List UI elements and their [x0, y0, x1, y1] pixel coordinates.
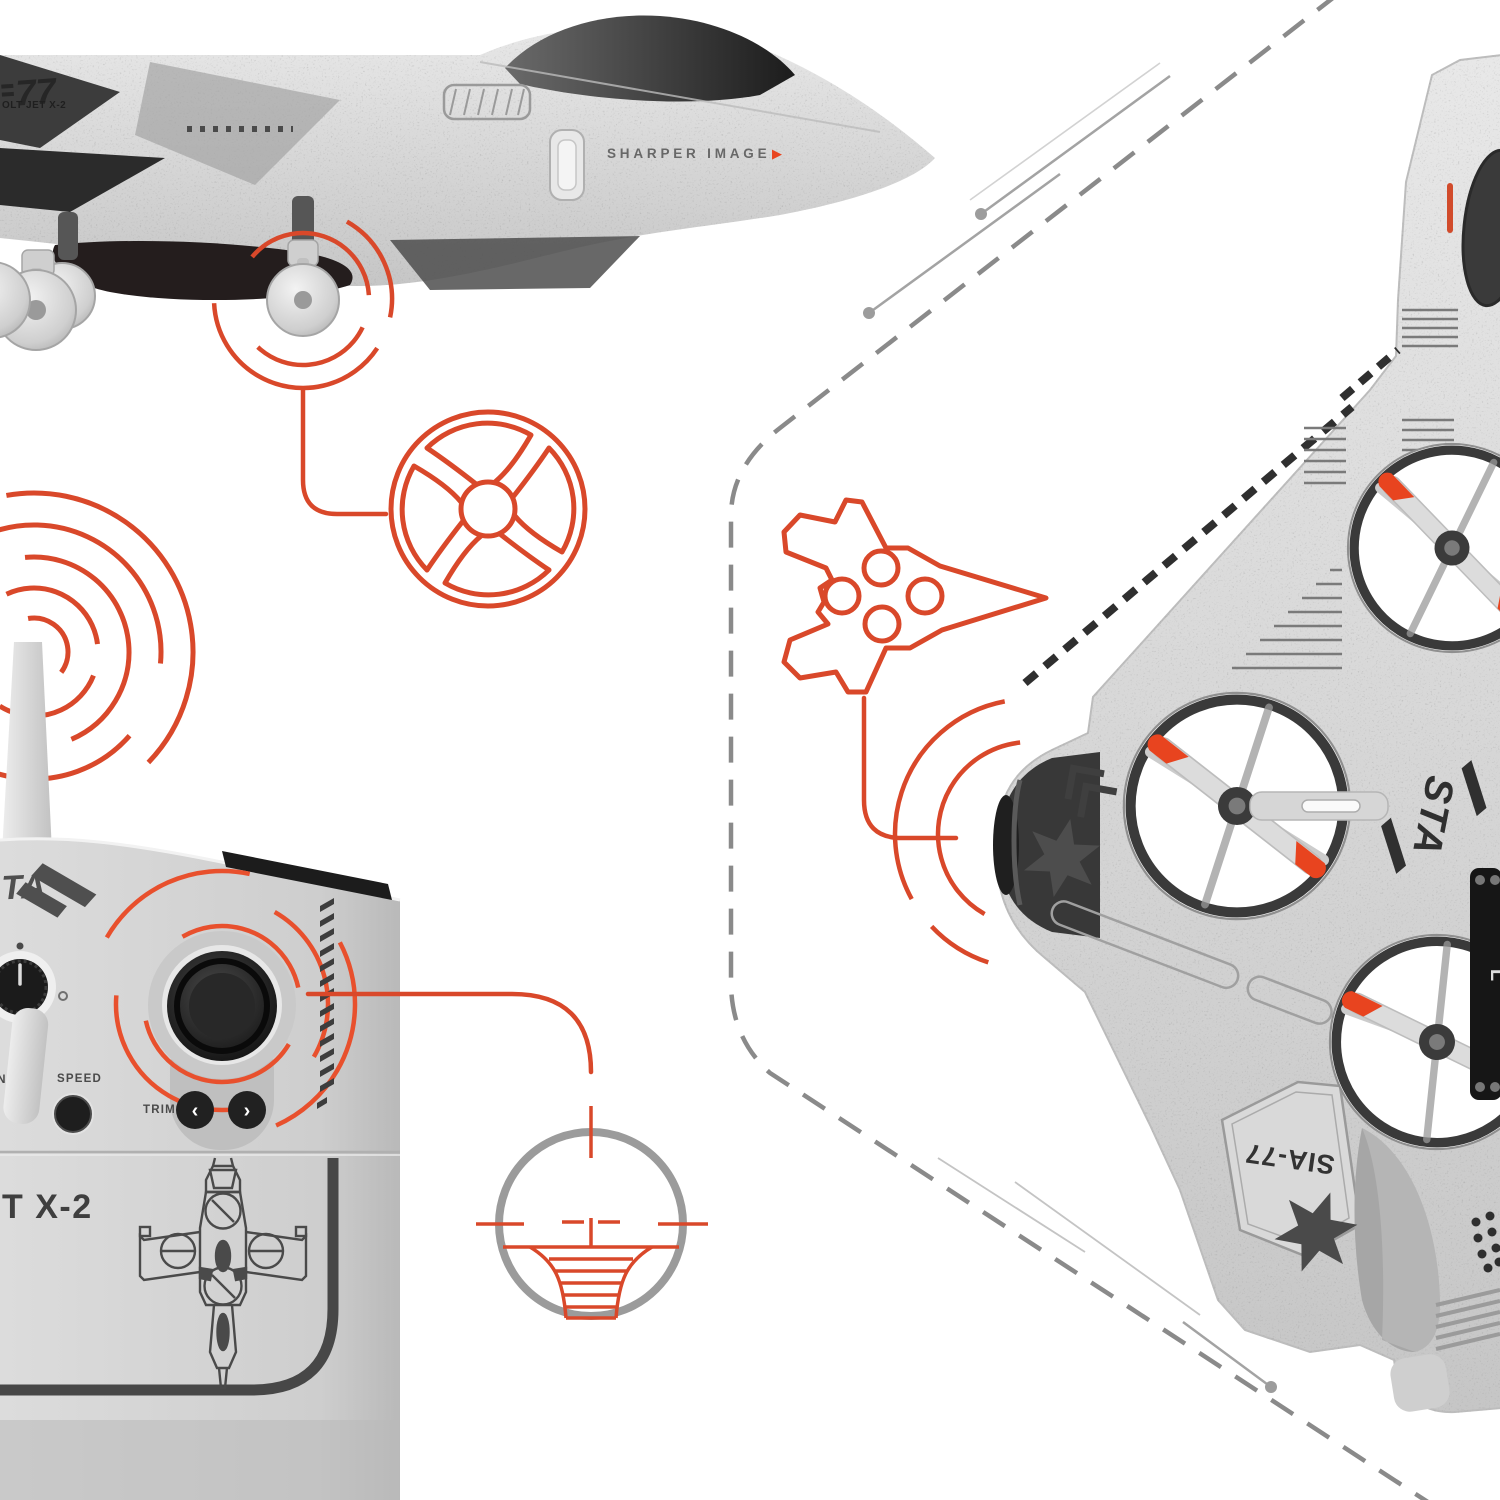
landing-gear-rear: [0, 212, 96, 351]
far-wing: [135, 62, 340, 185]
red-stripe-decal: [1447, 183, 1453, 233]
motion-lines: [863, 62, 1277, 1393]
wheel-highlight-rings: [211, 207, 395, 391]
antenna-stub: [222, 851, 392, 900]
propeller-icon: [388, 409, 588, 609]
svg-text:›: ›: [244, 1100, 251, 1122]
jet-tail-number: 77: [14, 70, 59, 114]
hover-view-icon: [476, 1106, 708, 1320]
svg-text:‹: ‹: [192, 1100, 199, 1122]
battery-hatch: L: [1470, 868, 1500, 1100]
controller-body: [0, 838, 400, 1500]
joystick-callout-line: [305, 991, 594, 1075]
stacked-fins: [1435, 1288, 1500, 1351]
bottom-view-jet-icon: [781, 497, 1049, 695]
tail-wing: [0, 55, 120, 148]
canopy: [505, 15, 795, 102]
speaker-holes: [1471, 1211, 1500, 1273]
rotor-mount-bar: [1249, 791, 1389, 821]
landing-foot: [1390, 1354, 1450, 1412]
jet-icon-callout-line: [861, 695, 959, 841]
throttle-slider: [3, 1008, 49, 1124]
vent-grille-decals: [1232, 308, 1458, 670]
flight-path-dashes: [728, 0, 1429, 1500]
wheel-callout-line: [300, 387, 389, 517]
joystick: [167, 951, 277, 1061]
power-label: ON: [0, 1072, 7, 1086]
nose-highlight-rings: [892, 696, 1168, 972]
hazard-stripe-decal: [1022, 346, 1401, 687]
top-jet-illustration: L STA SIA-77: [993, 54, 1500, 1414]
radio-waves-icon: [0, 490, 196, 814]
jet-diagram: [138, 1157, 308, 1390]
belly-shadow: [390, 236, 640, 290]
antenna: [2, 642, 52, 852]
controller-logo: STA: [0, 863, 97, 918]
stabilizer: [0, 148, 165, 212]
trim-right-button: ›: [228, 1091, 266, 1129]
trim-left-button: ‹: [176, 1091, 214, 1129]
faceplate-border: [0, 1158, 339, 1396]
jet-model-marking: OLT JET X-2: [2, 100, 66, 111]
remote-controller: STA ON SPEED: [0, 642, 401, 1500]
speed-button: [52, 1093, 94, 1135]
chevron-decal: [1064, 764, 1118, 818]
brand-arrow-icon: ▶: [772, 146, 782, 161]
canopy: [1461, 148, 1500, 308]
trim-label: TRIM: [143, 1104, 176, 1116]
speed-label: SPEED: [57, 1073, 102, 1085]
brand-label: SHARPER IMAGE: [607, 146, 770, 161]
hazard-stripes: [317, 898, 334, 1109]
wing-groove-decals: [1050, 900, 1333, 1025]
hatch-marking: L: [1486, 969, 1500, 981]
power-knob: [0, 942, 68, 1023]
joystick-highlight-rings: [86, 868, 358, 1140]
side-jet-illustration: 77 OLT JET X-2 SHARPER IMAGE ▶: [0, 15, 935, 351]
vent-panel: [442, 83, 585, 201]
controller-model-marking: T X-2: [2, 1188, 93, 1226]
